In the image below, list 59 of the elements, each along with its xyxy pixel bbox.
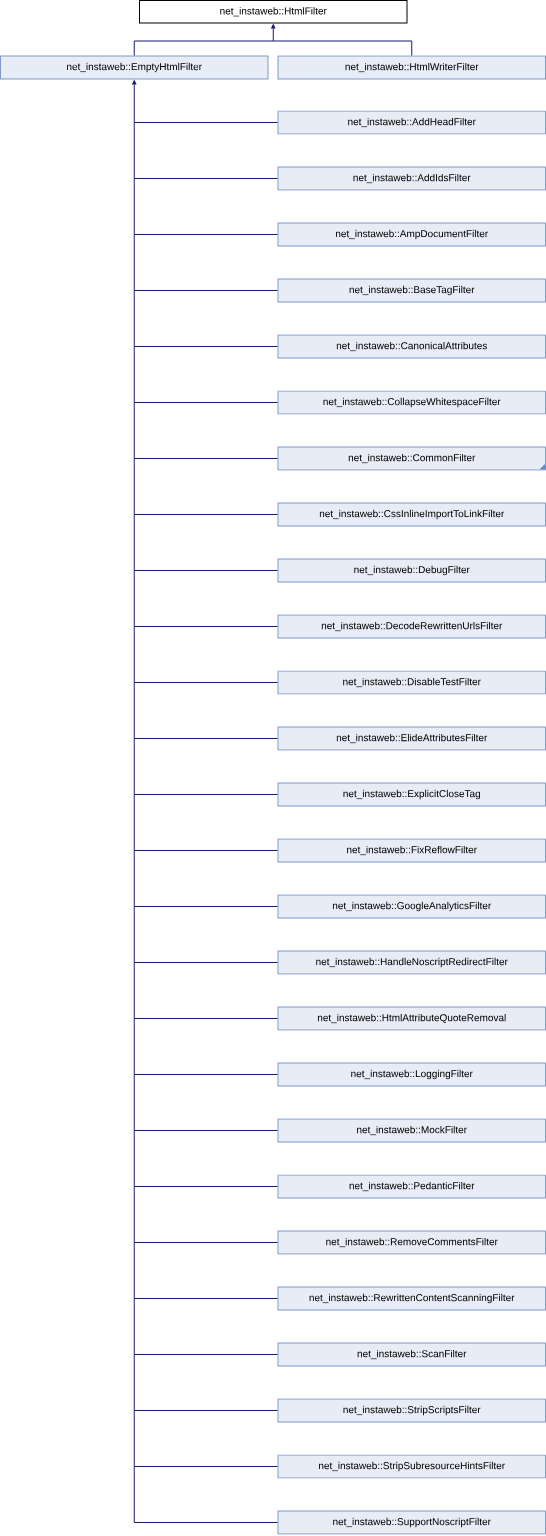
class-box: net_instaweb::HtmlFilter <box>139 0 408 24</box>
branch-line <box>133 1130 278 1131</box>
class-box: net_instaweb::CssInlineImportToLinkFilter <box>277 502 546 527</box>
class-box: net_instaweb::DecodeRewrittenUrlsFilter <box>277 614 546 639</box>
class-box: net_instaweb::EmptyHtmlFilter <box>0 55 269 80</box>
branch-line <box>133 1466 278 1467</box>
class-box: net_instaweb::StripScriptsFilter <box>277 1398 546 1423</box>
class-box: net_instaweb::BaseTagFilter <box>277 278 546 303</box>
branch-line <box>133 1074 278 1075</box>
branch-line <box>133 682 278 683</box>
branch-line <box>133 906 278 907</box>
branch-line <box>133 570 278 571</box>
branch-line <box>133 40 135 56</box>
class-box: net_instaweb::CanonicalAttributes <box>277 334 546 359</box>
branch-line <box>133 122 278 123</box>
branch-line <box>133 1186 278 1187</box>
branch-line <box>133 1298 278 1299</box>
branch-line <box>133 458 278 459</box>
class-box: net_instaweb::LoggingFilter <box>277 1062 546 1087</box>
class-box: net_instaweb::MockFilter <box>277 1118 546 1143</box>
branch-line <box>133 514 278 515</box>
class-box: net_instaweb::HtmlWriterFilter <box>277 55 546 80</box>
branch-line <box>133 794 278 795</box>
class-box: net_instaweb::AddHeadFilter <box>277 110 546 135</box>
class-box: net_instaweb::AddIdsFilter <box>277 166 546 191</box>
class-box: net_instaweb::FixReflowFilter <box>277 838 546 863</box>
branch-line <box>133 962 278 963</box>
class-box: net_instaweb::RewrittenContentScanningFilter <box>277 1286 546 1311</box>
branch-line <box>133 738 278 739</box>
class-box: net_instaweb::ElideAttributesFilter <box>277 726 546 751</box>
branch-line <box>133 850 278 851</box>
class-box: net_instaweb::StripSubresourceHintsFilter <box>277 1454 546 1479</box>
class-box: net_instaweb::ExplicitCloseTag <box>277 782 546 807</box>
branch-line <box>133 1242 278 1243</box>
branch-line <box>133 626 278 627</box>
class-box: net_instaweb::DisableTestFilter <box>277 670 546 695</box>
class-box: net_instaweb::GoogleAnalyticsFilter <box>277 894 546 919</box>
branch-line <box>133 290 278 291</box>
branch-line <box>411 40 413 56</box>
class-box: net_instaweb::AmpDocumentFilter <box>277 222 546 247</box>
branch-line <box>133 1410 278 1411</box>
class-box: net_instaweb::SupportNoscriptFilter <box>277 1510 546 1535</box>
class-box: net_instaweb::CollapseWhitespaceFilter <box>277 390 546 415</box>
branch-line <box>133 402 278 403</box>
branch-line <box>133 1522 278 1523</box>
class-box: net_instaweb::DebugFilter <box>277 558 546 583</box>
class-box: net_instaweb::HtmlAttributeQuoteRemoval <box>277 1006 546 1031</box>
class-box: net_instaweb::PedanticFilter <box>277 1174 546 1199</box>
class-box: net_instaweb::CommonFilter <box>277 446 546 471</box>
class-box: net_instaweb::ScanFilter <box>277 1342 546 1367</box>
inheritance-arrow <box>132 80 137 1523</box>
branch-line <box>133 178 278 179</box>
branch-line <box>133 1018 278 1019</box>
inheritance-arrow <box>133 24 413 42</box>
class-box: net_instaweb::HandleNoscriptRedirectFilter <box>277 950 546 975</box>
class-box: net_instaweb::RemoveCommentsFilter <box>277 1230 546 1255</box>
branch-line <box>133 346 278 347</box>
branch-line <box>133 1354 278 1355</box>
branch-line <box>133 234 278 235</box>
